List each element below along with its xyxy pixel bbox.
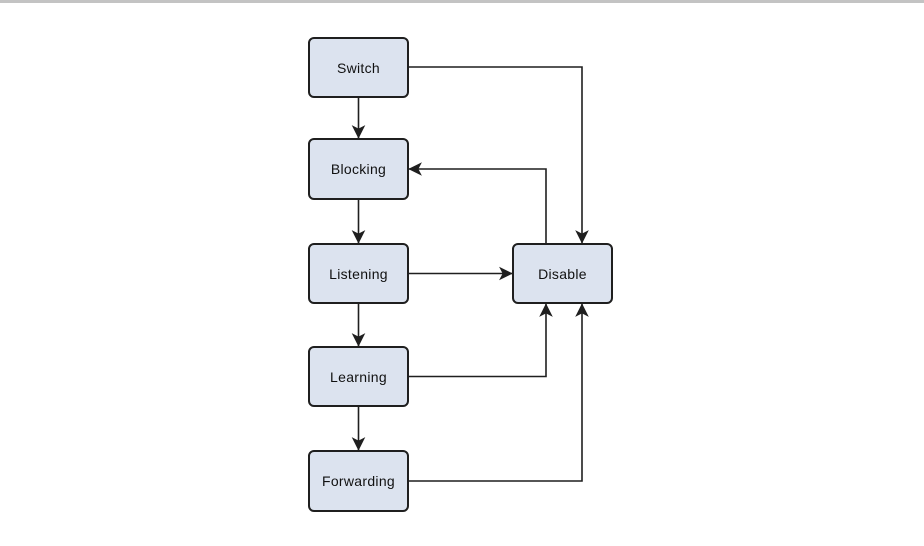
node-listening: Listening	[308, 243, 409, 304]
node-forwarding-label: Forwarding	[321, 473, 396, 489]
edge-disable-to-blocking	[408, 162, 547, 243]
edge-switch-to-disable	[409, 66, 589, 244]
top-rule	[0, 0, 924, 3]
node-disable-label: Disable	[538, 265, 587, 282]
node-blocking: Blocking	[308, 138, 409, 200]
node-switch: Switch	[308, 37, 409, 98]
node-disable: Disable	[512, 243, 613, 304]
node-learning-label: Learning	[330, 368, 387, 385]
edge-forwarding-to-disable	[409, 303, 589, 482]
edge-learning-to-disable	[409, 303, 553, 378]
edge-group	[351, 66, 589, 482]
node-learning: Learning	[308, 346, 409, 407]
node-switch-label: Switch	[336, 59, 381, 76]
node-listening-label: Listening	[329, 265, 388, 282]
node-blocking-label: Blocking	[330, 161, 387, 177]
node-forwarding: Forwarding	[308, 450, 409, 512]
